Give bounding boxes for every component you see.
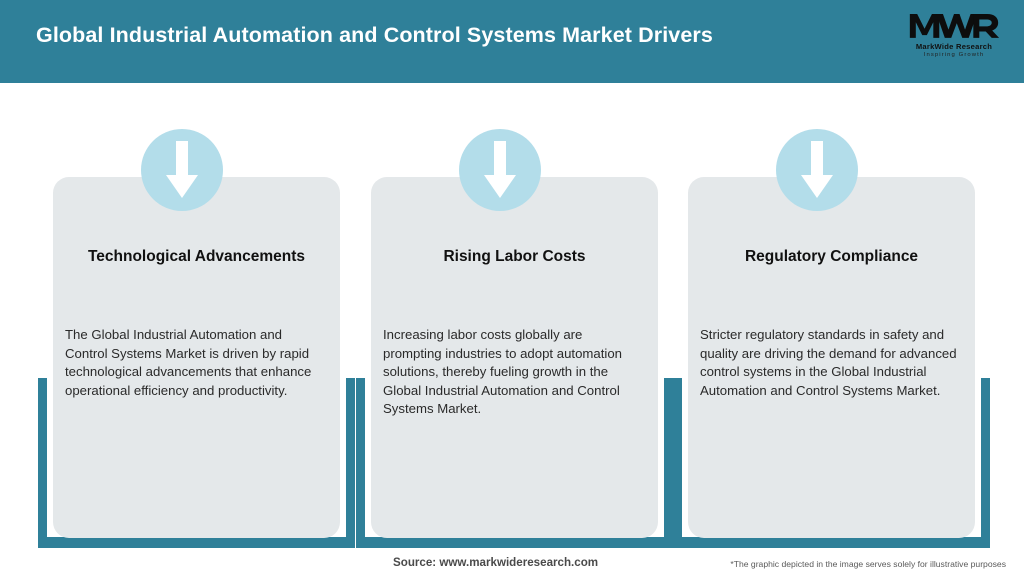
bracket-left-bar <box>356 378 365 548</box>
card-bracket-accent <box>38 378 355 548</box>
driver-description: The Global Industrial Automation and Con… <box>65 327 312 398</box>
down-arrow-glyph <box>166 141 198 198</box>
brand-logo: MarkWide Research Inspiring Growth <box>902 10 1006 68</box>
disclaimer-note: *The graphic depicted in the image serve… <box>730 559 1006 569</box>
driver-heading: Technological Advancements <box>87 248 306 265</box>
bracket-bottom-bar <box>38 537 355 548</box>
card-bracket-accent <box>356 378 673 548</box>
bracket-left-bar <box>38 378 47 548</box>
logo-tagline: Inspiring Growth <box>923 52 985 58</box>
driver-description: Stricter regulatory standards in safety … <box>700 327 957 398</box>
down-arrow-icon <box>776 129 858 211</box>
driver-heading: Regulatory Compliance <box>744 248 919 265</box>
driver-heading: Rising Labor Costs <box>443 248 586 265</box>
driver-card-2: Rising Labor Costs Increasing labor cost… <box>348 83 681 548</box>
bracket-bottom-bar <box>673 537 990 548</box>
bracket-right-bar <box>981 378 990 548</box>
driver-card-body-3: Regulatory Compliance Stricter regulator… <box>688 177 975 538</box>
card-bracket-accent <box>673 378 990 548</box>
page-title: Global Industrial Automation and Control… <box>36 23 713 47</box>
driver-card-body-2: Rising Labor Costs Increasing labor cost… <box>371 177 658 538</box>
driver-card-3: Regulatory Compliance Stricter regulator… <box>665 83 998 548</box>
mwr-logo-icon <box>909 14 1000 38</box>
down-arrow-icon <box>141 129 223 211</box>
header-band: Global Industrial Automation and Control… <box>0 0 1024 83</box>
source-label: Source: www.markwideresearch.com <box>393 556 599 569</box>
down-arrow-glyph <box>484 141 516 198</box>
bracket-bottom-bar <box>356 537 673 548</box>
bracket-left-bar <box>673 378 682 548</box>
logo-company-name: MarkWide Research <box>915 42 993 51</box>
bracket-right-bar <box>346 378 355 548</box>
bracket-right-bar <box>664 378 673 548</box>
drivers-container: Technological Advancements The Global In… <box>0 83 1024 548</box>
driver-card-1: Technological Advancements The Global In… <box>30 83 363 548</box>
driver-card-body-1: Technological Advancements The Global In… <box>53 177 340 538</box>
down-arrow-glyph <box>801 141 833 198</box>
driver-description: Increasing labor costs globally are prom… <box>383 327 622 417</box>
down-arrow-icon <box>459 129 541 211</box>
